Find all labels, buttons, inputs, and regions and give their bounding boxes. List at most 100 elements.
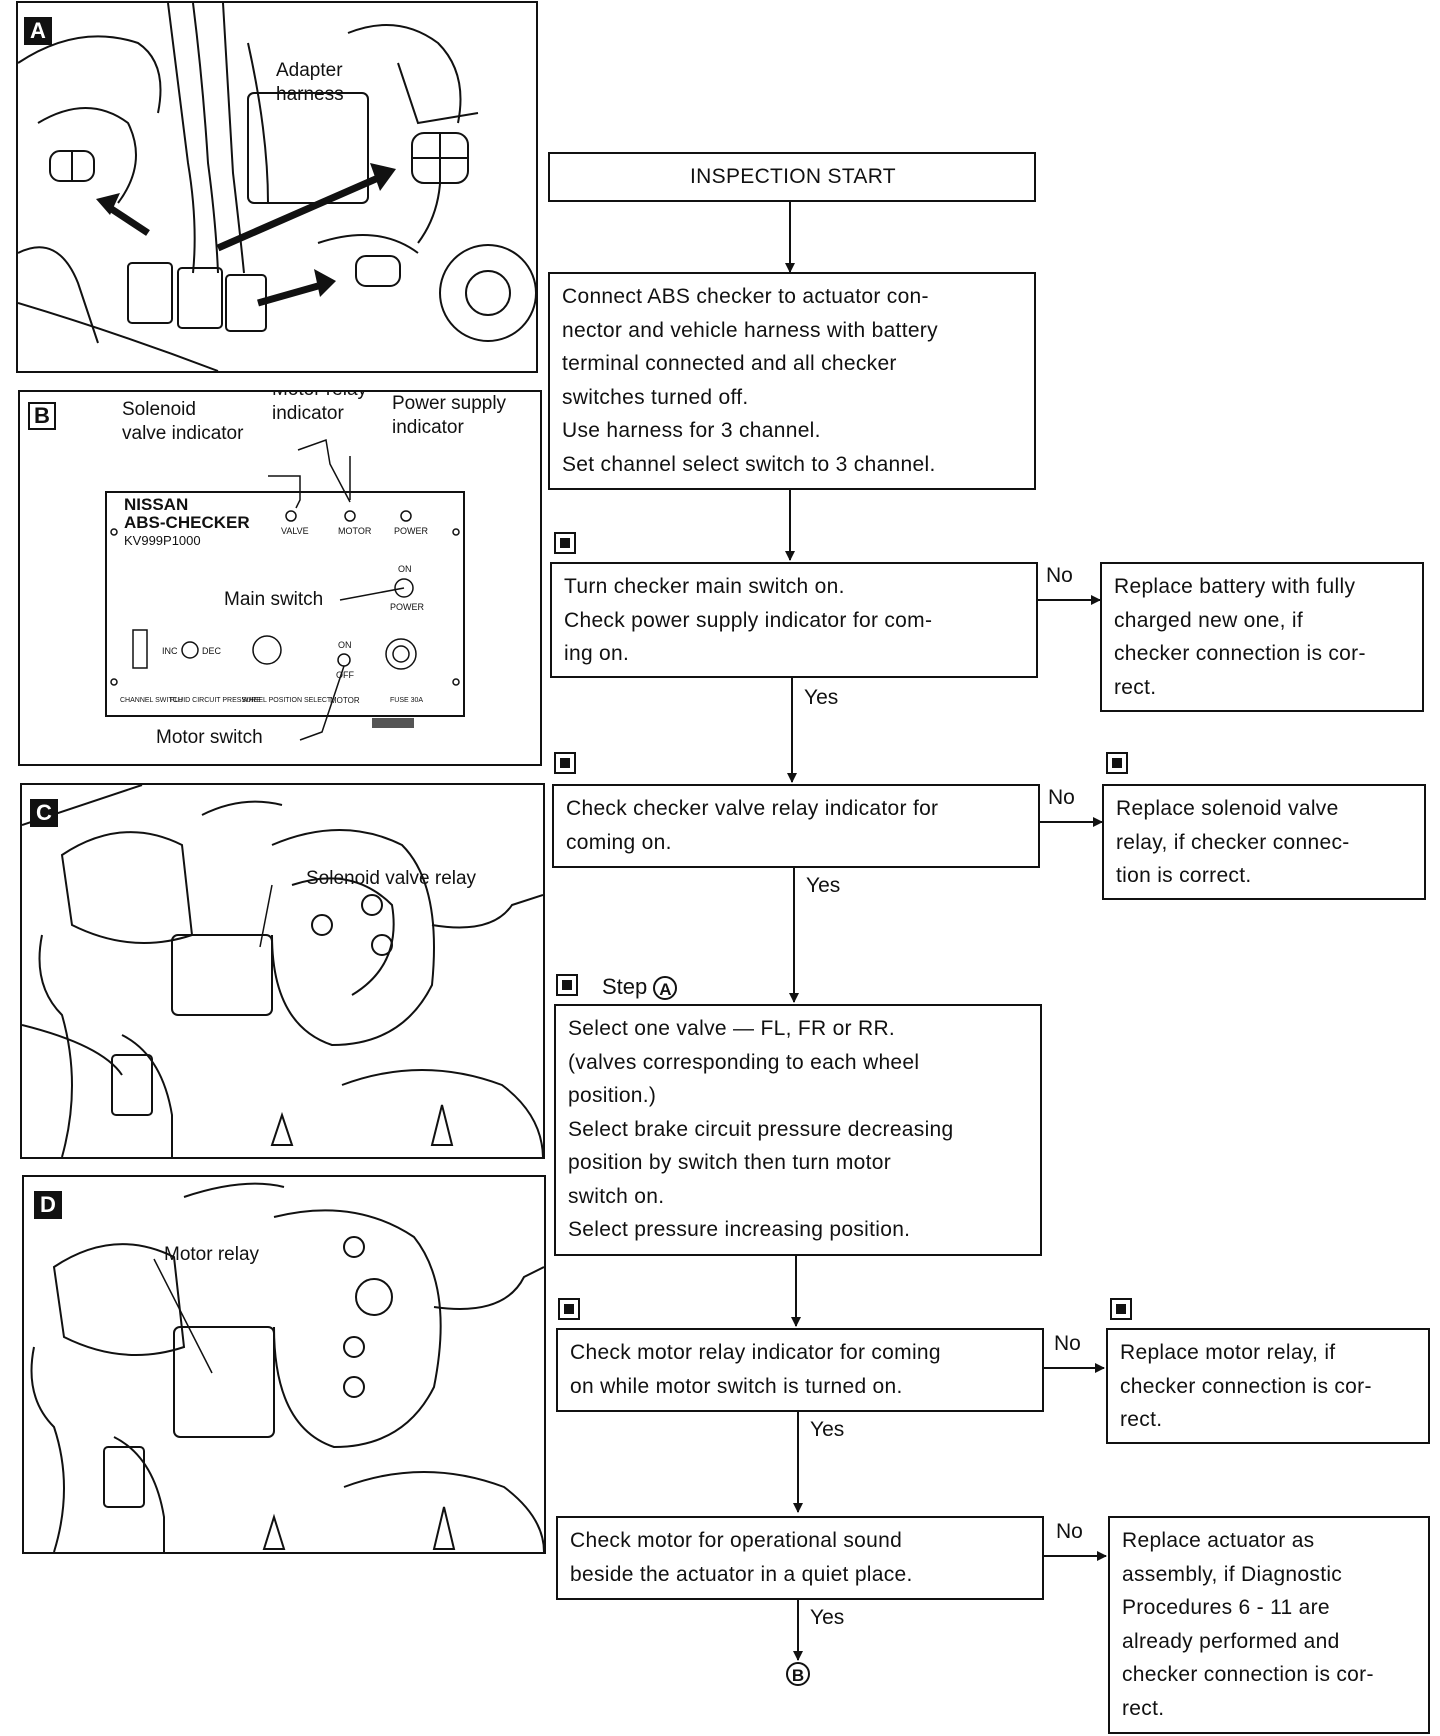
engine-bay-drawing-d (30, 1182, 544, 1552)
step2-no-box: Replace battery with fully charged new o… (1100, 562, 1424, 712)
adapter-harness-label-1: Adapter (276, 60, 343, 81)
step5-no-line-3: rect. (1120, 1408, 1163, 1431)
step3-no-line-2: relay, if checker connec- (1116, 830, 1350, 854)
step6-yes-label: Yes (810, 1606, 845, 1629)
step4-line-4: Select brake circuit pressure decreasing (568, 1117, 954, 1141)
panel-b-checker-diagram: B Solenoid valve indicator Motor relay i… (18, 390, 542, 766)
step5-line-2: on while motor switch is turned on. (570, 1374, 903, 1398)
step6-no-label: No (1056, 1520, 1083, 1543)
step5-no-ref-tag: D (1110, 1298, 1132, 1320)
step3-ref-tag: B (554, 752, 576, 774)
valve-indicator-text: VALVE (281, 526, 309, 536)
step3-line-2: coming on. (566, 830, 672, 854)
step1-line-4: switches turned off. (562, 385, 749, 409)
step5-no-label: No (1054, 1332, 1081, 1355)
main-switch-label: Main switch (224, 589, 324, 610)
step4-label-text: Step (602, 974, 648, 999)
step2-line-3: ing on. (564, 642, 630, 665)
step6-no-line-2: assembly, if Diagnostic (1122, 1562, 1343, 1586)
step6-box: Check motor for operational sound beside… (556, 1516, 1044, 1600)
step2-no-line-3: checker connection is cor- (1114, 642, 1366, 665)
panel-d-tag: D (34, 1191, 62, 1219)
motor-relay-indicator-label-2: indicator (272, 403, 344, 424)
checker-part-number: KV999P1000 (124, 533, 201, 548)
step6-line-1: Check motor for operational sound (570, 1529, 903, 1552)
step1-line-3: terminal connected and all checker (562, 352, 897, 375)
checker-brand: NISSAN (124, 495, 189, 514)
step4-line-6: switch on. (568, 1184, 665, 1208)
step3-no-label: No (1048, 786, 1075, 809)
step4-line-2: (valves corresponding to each wheel (568, 1050, 920, 1074)
engine-bay-drawing-a (18, 3, 536, 371)
motor-switch-off-text: OFF (336, 670, 354, 680)
step1-box: Connect ABS checker to actuator con- nec… (548, 272, 1036, 490)
step1-line-5: Use harness for 3 channel. (562, 419, 821, 442)
panel-b-tag: B (28, 402, 56, 430)
panel-c-tag: C (30, 799, 58, 827)
wheel-position-text: WHEEL POSITION SELECT (242, 697, 332, 704)
step3-no-ref-tag: C (1106, 752, 1128, 774)
fuse-text: FUSE 30A (390, 697, 424, 704)
motor-switch-label: Motor switch (156, 727, 263, 748)
step2-yes-label: Yes (804, 686, 839, 709)
step6-no-line-1: Replace actuator as (1122, 1529, 1315, 1552)
step-a-circle: A (653, 976, 678, 1001)
panel-a-tag: A (24, 17, 52, 45)
step1-line-1: Connect ABS checker to actuator con- (562, 285, 929, 308)
step2-no-line-2: charged new one, if (1114, 608, 1303, 632)
step5-yes-label: Yes (810, 1418, 845, 1441)
step2-no-label: No (1046, 564, 1073, 587)
solenoid-indicator-label-2: valve indicator (122, 423, 244, 444)
step3-no-line-1: Replace solenoid valve (1116, 797, 1339, 820)
motor-relay-indicator-label-1: Motor relay (272, 392, 367, 402)
checker-device-drawing (105, 438, 465, 741)
inc-text: INC (162, 646, 178, 656)
power-indicator-text: POWER (394, 526, 429, 536)
step2-box: Turn checker main switch on. Check power… (550, 562, 1038, 678)
panel-c-illustration: C Solenoid valve relay (20, 783, 545, 1159)
step4-line-1: Select one valve — FL, FR or RR. (568, 1017, 896, 1040)
main-switch-power-text: POWER (390, 602, 425, 612)
panel-a-illustration: A Adapter harness (16, 1, 538, 373)
step6-no-line-6: rect. (1122, 1696, 1165, 1720)
adapter-harness-label-2: harness (276, 84, 344, 105)
step4-line-3: position.) (568, 1084, 657, 1107)
step3-yes-label: Yes (806, 874, 841, 897)
motor-relay-label: Motor relay (164, 1244, 260, 1265)
step5-no-line-1: Replace motor relay, if (1120, 1341, 1336, 1364)
motor-panel-text: MOTOR (330, 696, 360, 705)
power-supply-indicator-label-2: indicator (392, 417, 464, 438)
step4-label: Step A (602, 974, 678, 1001)
step4-line-5: position by switch then turn motor (568, 1151, 892, 1174)
step3-no-line-3: tion is correct. (1116, 864, 1252, 887)
step6-line-2: beside the actuator in a quiet place. (570, 1562, 913, 1586)
step6-no-line-3: Procedures 6 - 11 are (1122, 1596, 1330, 1619)
step5-box: Check motor relay indicator for coming o… (556, 1328, 1044, 1412)
step3-line-1: Check checker valve relay indicator for (566, 797, 939, 820)
step2-no-line-4: rect. (1114, 675, 1157, 699)
step6-no-line-4: already performed and (1122, 1629, 1340, 1653)
step5-ref-tag: B (558, 1298, 580, 1320)
step5-no-box: Replace motor relay, if checker connecti… (1106, 1328, 1430, 1444)
fluid-circuit-text: FLUID CIRCUIT PRESSURE (170, 697, 261, 704)
checker-model: ABS-CHECKER (124, 513, 250, 532)
step4-ref-tag: B (556, 974, 578, 996)
main-switch-on-text: ON (398, 564, 412, 574)
channel-switch-text: CHANNEL SWITCH (120, 697, 183, 704)
step2-line-1: Turn checker main switch on. (564, 575, 845, 598)
step1-line-6: Set channel select switch to 3 channel. (562, 452, 936, 476)
inspection-start-text: INSPECTION START (690, 165, 896, 188)
step5-no-line-2: checker connection is cor- (1120, 1374, 1372, 1398)
step1-line-2: nector and vehicle harness with battery (562, 318, 938, 342)
dec-text: DEC (202, 646, 222, 656)
step6-no-line-5: checker connection is cor- (1122, 1663, 1374, 1686)
end-circle-b: B (786, 1662, 810, 1686)
step5-line-1: Check motor relay indicator for coming (570, 1341, 941, 1364)
inspection-start-box: INSPECTION START (548, 152, 1036, 202)
power-supply-indicator-label-1: Power supply (392, 393, 507, 414)
step3-box: Check checker valve relay indicator for … (552, 784, 1040, 868)
step2-ref-tag: B (554, 532, 576, 554)
solenoid-valve-relay-label: Solenoid valve relay (306, 868, 477, 889)
step2-no-line-1: Replace battery with fully (1114, 575, 1356, 598)
